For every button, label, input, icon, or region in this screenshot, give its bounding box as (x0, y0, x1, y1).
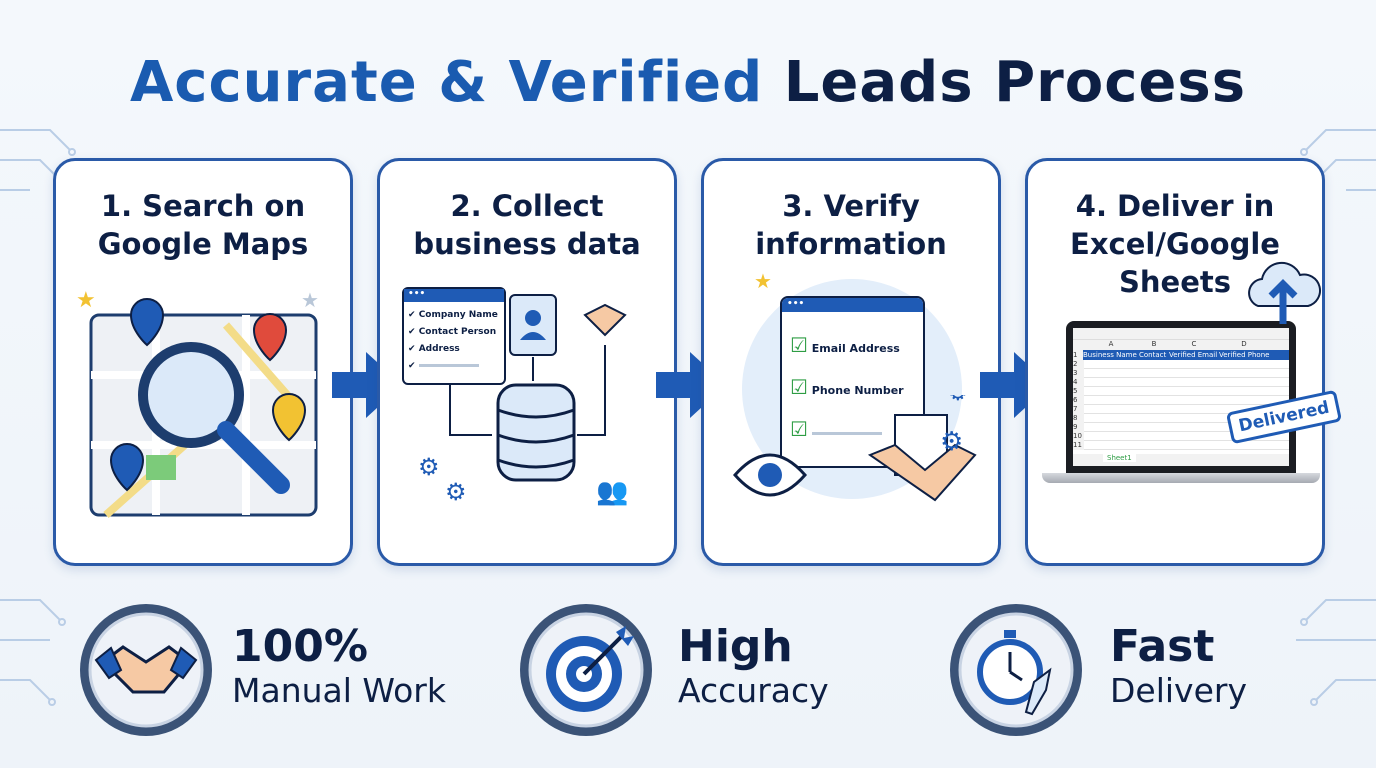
feature-manual-work: 100%Manual Work (232, 621, 446, 711)
sheet-tab[interactable]: Sheet1 (1103, 454, 1136, 462)
cloud-upload-icon (1248, 261, 1321, 324)
arrow-right-icon (332, 352, 402, 418)
arrow-right-icon (656, 352, 726, 418)
eye-handshake-icon: ⚙⚙ (733, 395, 977, 502)
data-form: ••• ✔ Company Name ✔ Contact Person ✔ Ad… (402, 287, 506, 385)
step-card-verify: 3. Verify information ••• ☑ Email Addres… (701, 158, 1001, 566)
svg-text:👥: 👥 (596, 477, 628, 507)
step-card-search: 1. Search on Google Maps ★★ (53, 158, 353, 566)
circuit-decoration-bottom-right (1296, 599, 1376, 706)
map-magnifier-icon: ★★ (76, 288, 319, 518)
target-icon (520, 604, 652, 736)
page-title: Accurate & Verified Leads Process (129, 50, 1247, 115)
stopwatch-rocket-icon (950, 604, 1082, 736)
svg-text:★: ★ (301, 288, 319, 312)
step-card-collect: 2. Collect business data ⚙⚙ 👥 ••• ✔ Comp… (377, 158, 677, 566)
svg-text:⚙: ⚙ (445, 478, 467, 506)
svg-text:⚙: ⚙ (418, 453, 440, 481)
handshake-icon (80, 604, 212, 736)
svg-text:⚙: ⚙ (948, 395, 968, 406)
circuit-decoration-bottom-left (0, 599, 66, 706)
contacts-database-icon: ⚙⚙ 👥 (418, 294, 628, 507)
arrow-right-icon (980, 352, 1050, 418)
svg-text:⚙: ⚙ (940, 427, 963, 457)
svg-text:★: ★ (76, 288, 96, 313)
